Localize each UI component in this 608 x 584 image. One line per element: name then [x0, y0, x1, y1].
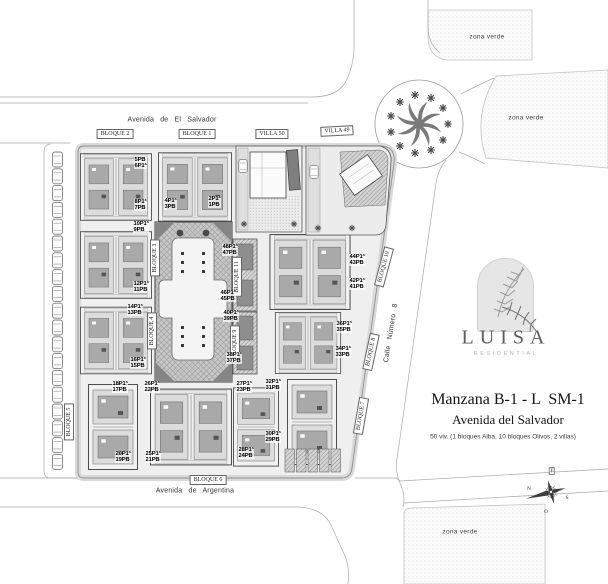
unit-label-34-33: 34P1ª 33PB [335, 346, 352, 359]
compass-east-label: E [548, 467, 556, 475]
unit-label-5-6: 5PB 6P1ª [134, 157, 148, 170]
unit-label-8-7: 8P1ª 7PB [134, 199, 148, 212]
compass-rose [525, 480, 566, 504]
unit-label-10-9: 10P1ª 9PB [133, 221, 150, 234]
brand-name: LUISA [461, 326, 551, 349]
building-units-25-26 [150, 388, 232, 466]
unit-label-42-41: 42P1ª 41PB [349, 278, 366, 291]
luisa-logo-arch [477, 258, 537, 333]
unit-label-48-47: 48P1ª 47PB [222, 244, 239, 257]
unit-label-26-22: 26P1ª 22PB [144, 381, 161, 394]
unit-label-14-13: 14P1ª 13PB [127, 304, 144, 317]
unit-label-25-21: 25P1ª 21PB [145, 451, 162, 464]
label-zona-verde-right: zona verde [508, 114, 544, 122]
unit-label-44-43: 44P1ª 43PB [349, 254, 366, 267]
garage-row [284, 448, 341, 473]
street-avenida-el-salvador: Avenida de El Salvador [127, 116, 217, 124]
brand-subtitle: RESIDENTIAL [473, 351, 539, 357]
unit-label-32-31: 32P1ª 31PB [265, 379, 282, 392]
compass-south-label: S [565, 495, 569, 501]
label-bloque-6: BLOQUE 6 [189, 475, 227, 485]
unit-label-46-45: 46P1ª 45PB [220, 290, 237, 303]
building-bloque-8 [274, 312, 342, 374]
unit-label-20-19: 20P1ª 19PB [115, 451, 132, 464]
label-villa-49: VILLA 49 [320, 125, 354, 137]
green-zones [403, 9, 608, 584]
unit-label-27-23: 27P1ª 23PB [236, 381, 253, 394]
label-bloque-2: BLOQUE 2 [96, 129, 134, 139]
label-bloque-5: BLOQUE 5 [64, 403, 74, 441]
manzana-title: Manzana B-1 - L SM-1 [431, 391, 585, 408]
street-avenida-argentina: Avenida de Argentina [155, 487, 235, 495]
building-bloque-10 [269, 234, 351, 310]
label-zona-verde-top: zona verde [469, 33, 505, 41]
compass-north-label: N [527, 486, 531, 492]
unit-label-38-37: 38P1ª 37PB [226, 352, 243, 365]
parking-cars [52, 151, 63, 470]
manzana-subtitle: Avenida del Salvador [452, 412, 564, 427]
unit-label-4-3: 4P1ª 3PB [164, 198, 178, 211]
unit-label-2-1: 2P1ª 1PB [208, 196, 222, 209]
villa-49 [305, 145, 392, 236]
unit-label-18-17: 18P1ª 17PB [112, 381, 129, 394]
building-alba-courtyard [154, 221, 233, 383]
unit-label-36-35: 36P1ª 35PB [336, 321, 353, 334]
label-villa-50: VILLA 50 [255, 129, 289, 139]
label-bloque-1: BLOQUE 1 [178, 129, 216, 139]
villa-50 [235, 145, 303, 233]
unit-label-28-24: 28P1ª 24PB [238, 447, 255, 460]
label-bloque-4: BLOQUE 4 [147, 312, 157, 350]
manzana-caption: 50 viv. (1 bloques Alba, 10 bloques Oliv… [430, 433, 576, 441]
building-bloque-11 [232, 238, 258, 312]
palm-leaves-icon [493, 266, 537, 333]
unit-label-16-15: 16P1ª 15PB [130, 357, 147, 370]
compass-west-label: O [544, 509, 548, 515]
roundabout [374, 79, 464, 169]
building-bloque-1 [158, 152, 232, 222]
unit-label-12-11: 12P1ª 11PB [133, 281, 150, 294]
label-bloque-3: BLOQUE 3 [150, 239, 160, 277]
unit-label-30-29: 30P1ª 29PB [265, 431, 282, 444]
unit-label-40-39: 40P1ª 39PB [223, 310, 240, 323]
label-zona-verde-bottom: zona verde [442, 528, 478, 536]
